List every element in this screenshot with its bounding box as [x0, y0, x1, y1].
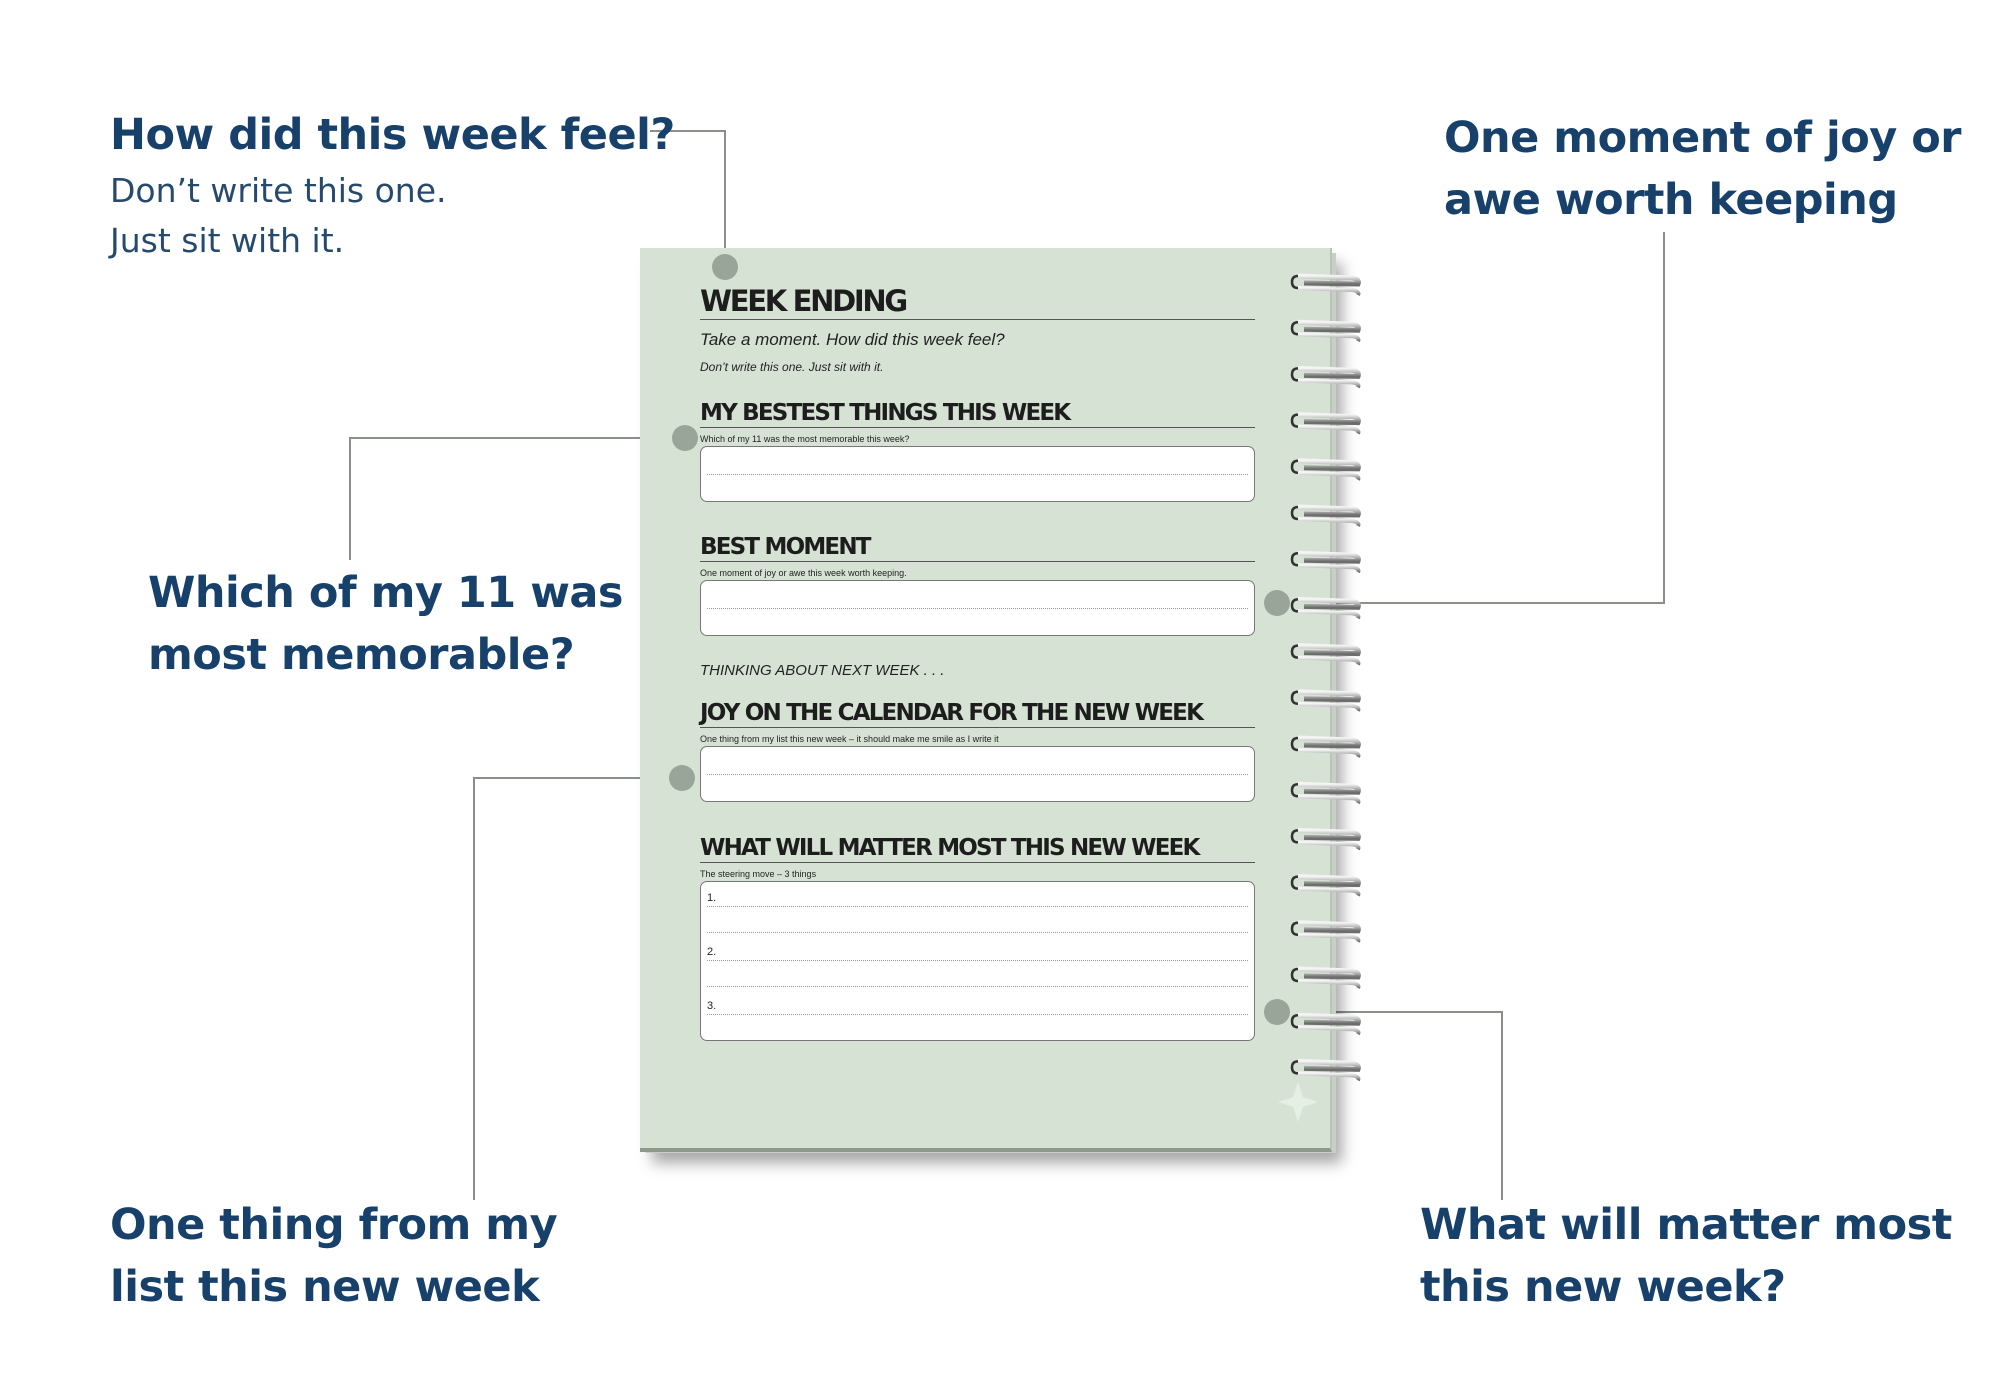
writing-line	[707, 774, 1248, 775]
best-moment-heading: BEST MOMENT	[700, 534, 1255, 562]
callout-memorable-line2: most memorable?	[148, 630, 575, 680]
leader-memorable	[349, 437, 685, 560]
writing-line	[707, 960, 1248, 961]
spiral-ring	[1290, 412, 1361, 435]
callout-dot-memorable	[672, 425, 698, 451]
callout-matter-most-line2: this new week?	[1420, 1262, 1786, 1312]
callout-memorable: Which of my 11 was most memorable?	[148, 562, 624, 686]
star-watermark-icon	[1278, 1082, 1318, 1122]
callout-dot-joy-moment	[1264, 590, 1290, 616]
spiral-ring	[1290, 920, 1361, 943]
callout-one-thing: One thing from my list this new week	[110, 1194, 558, 1318]
item-number-3: 3.	[707, 1000, 717, 1012]
spiral-ring	[1290, 827, 1361, 851]
spiral-ring	[1290, 319, 1361, 343]
spiral-ring	[1290, 781, 1361, 805]
callout-memorable-line1: Which of my 11 was	[148, 568, 624, 618]
spiral-ring	[1290, 735, 1361, 758]
spiral-ring	[1290, 689, 1361, 712]
callout-dot-matter-most	[1264, 999, 1290, 1025]
callout-week-feel: How did this week feel? Don’t write this…	[110, 104, 675, 266]
spiral-ring	[1290, 365, 1361, 389]
bestest-heading: MY BESTEST THINGS THIS WEEK	[700, 400, 1255, 428]
writing-line	[707, 1014, 1248, 1015]
best-moment-hint: One moment of joy or awe this week worth…	[700, 568, 907, 578]
matter-most-write-box[interactable]: 1. 2. 3.	[700, 881, 1255, 1041]
item-number-1: 1.	[707, 892, 717, 904]
callout-joy-moment: One moment of joy or awe worth keeping	[1444, 107, 1962, 231]
spiral-ring	[1290, 504, 1361, 527]
writing-line	[707, 986, 1248, 987]
spiral-ring	[1290, 458, 1361, 481]
matter-most-heading: WHAT WILL MATTER MOST THIS NEW WEEK	[700, 835, 1255, 863]
spiral-ring	[1290, 1058, 1361, 1082]
take-moment-text: Take a moment. How did this week feel?	[700, 330, 1005, 349]
dont-write-text: Don’t write this one. Just sit with it.	[700, 360, 884, 374]
callout-week-feel-title: How did this week feel?	[110, 110, 675, 160]
spiral-ring	[1290, 874, 1361, 897]
callout-joy-moment-line1: One moment of joy or	[1444, 113, 1962, 163]
callout-joy-moment-line2: awe worth keeping	[1444, 175, 1898, 225]
callout-matter-most: What will matter most this new week?	[1420, 1194, 1952, 1318]
joy-calendar-heading: JOY ON THE CALENDAR FOR THE NEW WEEK	[700, 700, 1255, 728]
spiral-binding-icon	[1290, 273, 1361, 1082]
notebook-page: WEEK ENDING Take a moment. How did this …	[640, 248, 1332, 1152]
bestest-write-box[interactable]	[700, 446, 1255, 502]
writing-line	[707, 906, 1248, 907]
writing-line	[707, 608, 1248, 609]
spiral-ring	[1290, 966, 1361, 989]
item-number-2: 2.	[707, 946, 717, 958]
callout-week-feel-line2: Just sit with it.	[110, 221, 345, 260]
matter-most-hint: The steering move – 3 things	[700, 869, 817, 879]
spiral-ring	[1290, 273, 1361, 296]
week-ending-heading: WEEK ENDING	[700, 284, 1255, 320]
writing-line	[707, 474, 1248, 475]
joy-calendar-write-box[interactable]	[700, 746, 1255, 802]
callout-dot-one-thing	[669, 765, 695, 791]
joy-calendar-hint: One thing from my list this new week – i…	[700, 734, 999, 744]
spiral-ring	[1290, 596, 1361, 620]
best-moment-write-box[interactable]	[700, 580, 1255, 636]
callout-one-thing-line2: list this new week	[110, 1262, 540, 1312]
writing-line	[707, 932, 1248, 933]
spiral-ring	[1290, 643, 1361, 666]
spiral-ring	[1290, 550, 1361, 574]
callout-matter-most-line1: What will matter most	[1420, 1200, 1952, 1250]
spiral-ring	[1290, 1012, 1361, 1036]
callout-dot-week-feel	[712, 254, 738, 280]
thinking-next-week: THINKING ABOUT NEXT WEEK . . .	[700, 662, 945, 679]
bestest-hint: Which of my 11 was the most memorable th…	[700, 434, 910, 444]
callout-one-thing-line1: One thing from my	[110, 1200, 558, 1250]
callout-week-feel-line1: Don’t write this one.	[110, 171, 447, 210]
